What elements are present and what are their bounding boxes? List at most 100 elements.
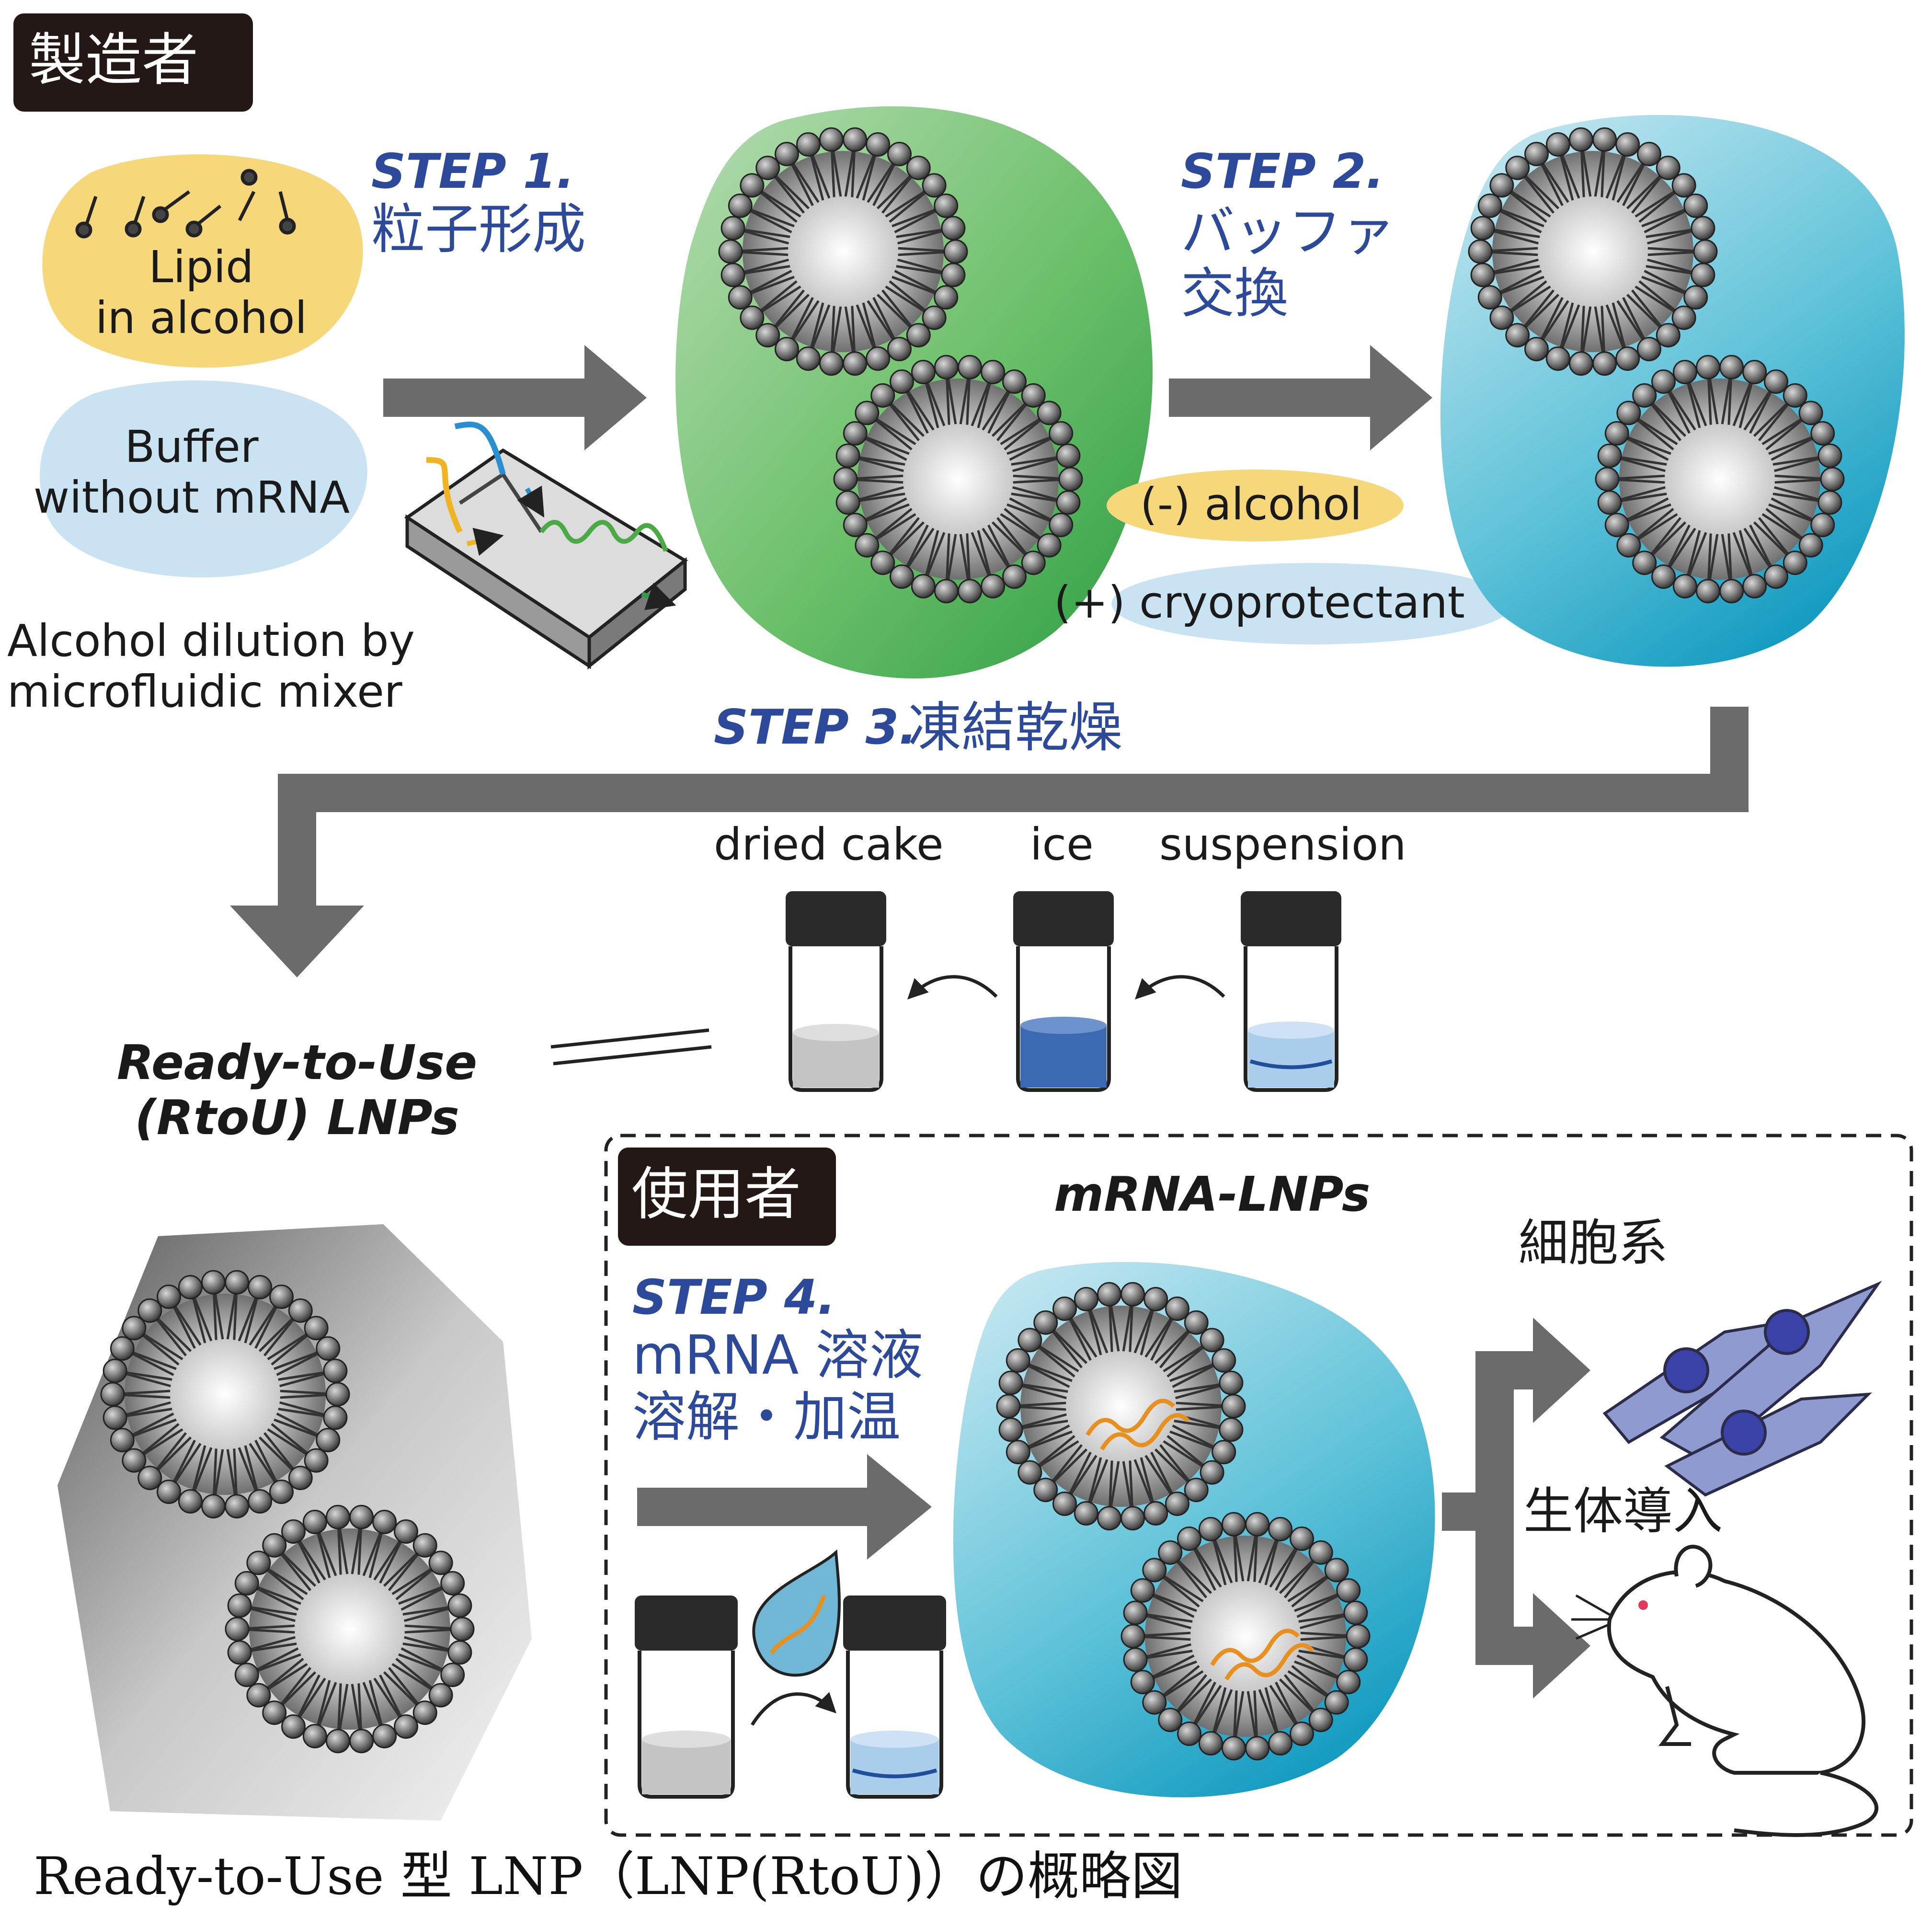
vial-curved-arrow	[907, 975, 998, 999]
lipid-head	[740, 173, 765, 198]
lipid-head	[1545, 346, 1570, 371]
mrna-lnps-label: mRNA-LNPs	[1054, 1166, 1371, 1222]
lipid-head	[394, 1519, 418, 1544]
step4-arrow	[637, 1454, 932, 1560]
lnp-particle	[1468, 127, 1718, 376]
invivo-label: 生体導入	[1523, 1482, 1723, 1540]
step3-number: STEP 3.	[714, 699, 917, 755]
lipid-head	[890, 369, 914, 394]
lipid-head	[1017, 1328, 1042, 1353]
lipid-head	[447, 1640, 472, 1665]
lipid-head	[1810, 513, 1835, 538]
lipid-head	[1671, 305, 1696, 330]
lnp-core	[1619, 379, 1820, 580]
lipid-head	[1200, 1460, 1224, 1485]
lipid-head	[1693, 239, 1718, 264]
dilution-label-line2: microfluidic mixer	[7, 666, 402, 717]
lipid-head	[1200, 1328, 1224, 1353]
maker-badge-label: 製造者	[29, 27, 199, 93]
lipid-head	[934, 285, 959, 310]
lipid-head	[1184, 1310, 1209, 1335]
lipid-head	[870, 383, 895, 408]
buffer-label-line2: without mRNA	[33, 471, 350, 523]
lipid-head	[1123, 1600, 1148, 1625]
lipid-head	[934, 579, 959, 604]
lipid-head	[1219, 1417, 1244, 1442]
lipid-head	[1616, 401, 1641, 425]
lipid-head	[1615, 132, 1640, 157]
vial-dried-cake	[786, 891, 886, 1092]
vial-mrna-lnp	[843, 1596, 946, 1799]
lipid-head	[110, 1428, 135, 1453]
lipid-label-line1: Lipid	[149, 241, 254, 293]
lipid-head	[1212, 1440, 1236, 1465]
lipid-head	[1219, 1370, 1244, 1395]
lipid-head	[1142, 1690, 1167, 1715]
lipid-head	[323, 1358, 348, 1383]
lipid-head	[1597, 443, 1622, 468]
lipid-head	[1177, 1722, 1201, 1746]
step2-text-line1: バッファ	[1181, 201, 1395, 263]
step2-text-line2: 交換	[1181, 262, 1288, 325]
lipid-head	[302, 1723, 327, 1748]
alcohol-oval	[1107, 470, 1404, 541]
lipid-head	[1742, 574, 1767, 598]
lipid-head	[1198, 1517, 1223, 1542]
step4-text-line2: 溶解・加温	[632, 1386, 901, 1448]
lipid-head	[1158, 1540, 1183, 1565]
lipid-head	[775, 337, 799, 362]
lipid-head	[246, 1550, 271, 1575]
lipid-head	[281, 1714, 306, 1739]
lnp-particle	[1595, 355, 1845, 604]
lipid-head	[1568, 351, 1593, 376]
lipid-molecules-icon	[75, 169, 296, 239]
lipid-head	[349, 1504, 374, 1529]
lipid-head	[1074, 1501, 1098, 1526]
lipid-head	[1184, 1478, 1209, 1503]
step3-arrow	[230, 707, 1749, 977]
lipid-head	[227, 1593, 252, 1618]
lipid-head	[1324, 1558, 1349, 1583]
lipid-head	[866, 346, 891, 371]
lipid-head	[1017, 1460, 1042, 1485]
lipid-head	[1637, 141, 1661, 166]
lipid-head	[1002, 369, 1027, 394]
lnp-particle	[833, 355, 1083, 604]
lipid-head	[906, 323, 931, 348]
lipid-head	[1308, 1708, 1333, 1733]
lipid-head	[1290, 1722, 1314, 1746]
lipid-head	[269, 1480, 294, 1504]
lipid-head	[1595, 467, 1620, 492]
lipid-head	[201, 1494, 226, 1519]
lipid-head	[302, 1510, 327, 1535]
lipid-head	[1505, 155, 1530, 180]
lipid-head	[1308, 1540, 1333, 1565]
lipid-head	[1592, 351, 1617, 376]
lipid-head	[922, 173, 947, 198]
lipid-head	[394, 1714, 418, 1739]
lipid-head	[1477, 285, 1502, 310]
dilution-label-line1: Alcohol dilution by	[7, 615, 415, 666]
lipid-head	[1033, 1310, 1058, 1335]
lnp-core	[1145, 1536, 1346, 1737]
lipid-head	[1719, 579, 1744, 604]
buffer-label: Buffer without mRNA	[19, 422, 364, 523]
lipid-head	[103, 1405, 127, 1430]
lipid-head	[178, 1275, 203, 1300]
lipid-head	[819, 351, 844, 376]
lipid-head	[835, 490, 860, 515]
user-section-frame	[604, 1134, 1913, 1837]
lipid-head	[1505, 323, 1530, 348]
lipid-head	[843, 421, 868, 446]
lipid-head	[281, 1519, 306, 1544]
lipid-head	[225, 1494, 250, 1519]
rtou-label-line1: Ready-to-Use	[116, 1034, 478, 1091]
lipid-head	[1592, 127, 1617, 152]
lipid-head	[1142, 1558, 1167, 1583]
lipid-head	[304, 1316, 329, 1341]
equals-sign	[550, 1028, 712, 1066]
cell-label: 細胞系	[1519, 1214, 1669, 1272]
lipid-head	[1324, 1690, 1349, 1715]
lipid-head	[225, 1270, 250, 1295]
lipid-head	[1810, 421, 1835, 446]
